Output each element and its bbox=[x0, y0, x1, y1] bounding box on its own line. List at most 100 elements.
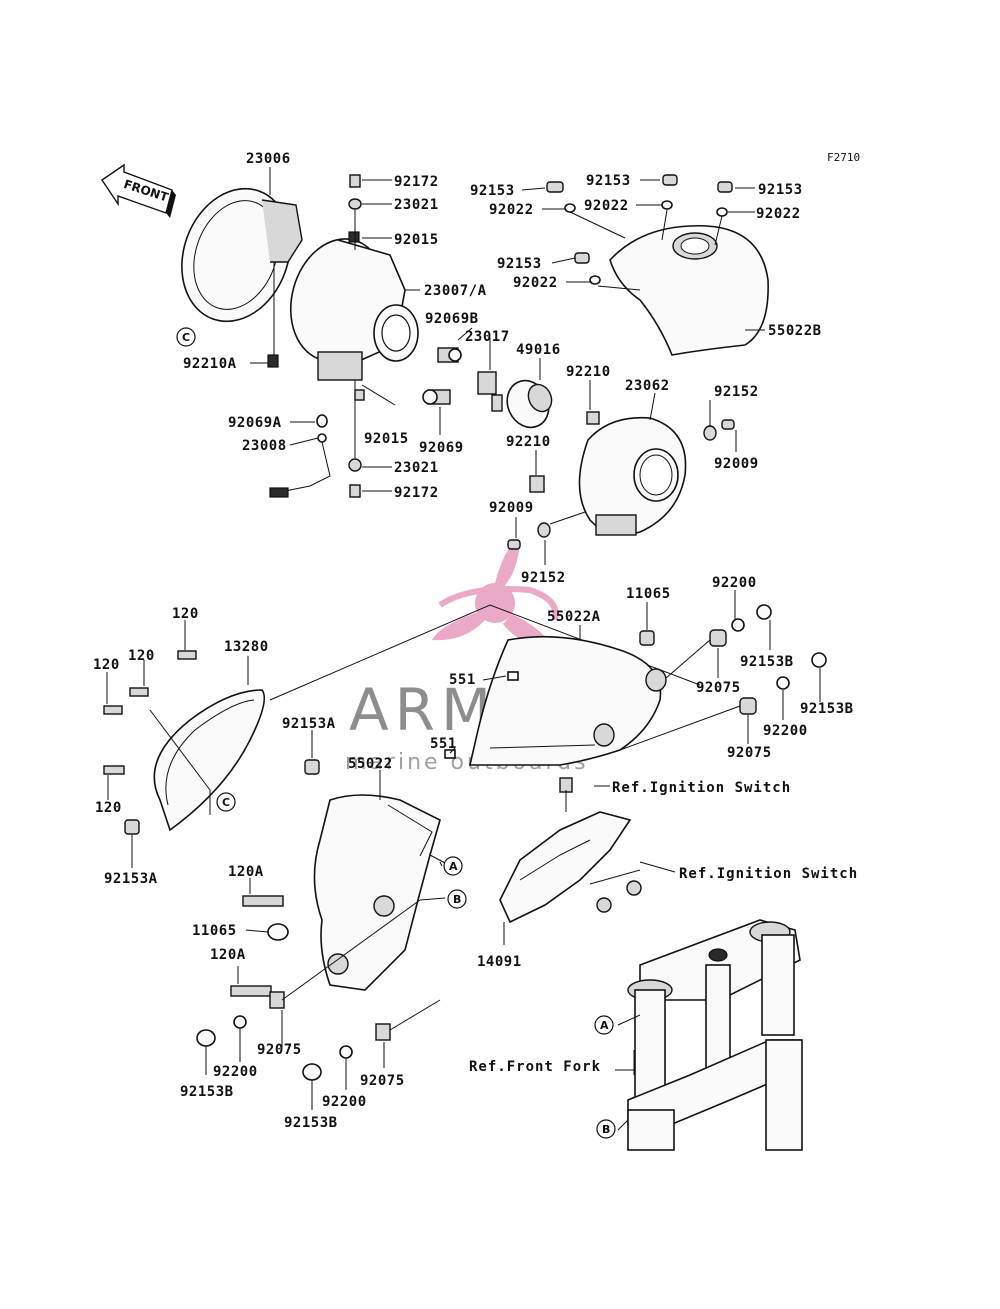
wire-23008 bbox=[269, 433, 331, 498]
part-labels: 23006 92172 23021 92015 23007/A 92069B 2… bbox=[93, 151, 857, 1131]
label-55022: 55022 bbox=[348, 756, 393, 772]
front-arrow-icon: FRONT bbox=[101, 163, 176, 218]
label-23008: 23008 bbox=[242, 438, 287, 454]
label-92022-a: 92022 bbox=[489, 202, 534, 218]
label-120-a: 120 bbox=[172, 606, 199, 622]
label-92200-br: 92200 bbox=[322, 1094, 367, 1110]
leaders-mid-right bbox=[449, 590, 821, 754]
bolts-120 bbox=[103, 650, 197, 775]
callout-c-top: C bbox=[176, 327, 196, 347]
label-92022-c: 92022 bbox=[756, 206, 801, 222]
label-92015-bot: 92015 bbox=[364, 431, 409, 447]
lower-cover-55022 bbox=[313, 794, 441, 991]
label-92075-top: 92075 bbox=[696, 680, 741, 696]
label-120-c: 120 bbox=[93, 657, 120, 673]
label-92015-top: 92015 bbox=[394, 232, 439, 248]
label-120A-b: 120A bbox=[210, 947, 246, 963]
label-120-d: 120 bbox=[95, 800, 122, 816]
leaders-meter bbox=[515, 380, 737, 565]
inner-cover-55022A bbox=[468, 635, 667, 766]
label-92200-bl: 92200 bbox=[213, 1064, 258, 1080]
label-23006: 23006 bbox=[246, 151, 291, 167]
label-92069A: 92069A bbox=[228, 415, 282, 431]
headlight-unit bbox=[289, 238, 419, 381]
label-92172-bot: 92172 bbox=[394, 485, 439, 501]
callout-a-left: A bbox=[443, 856, 463, 876]
label-92075-bl: 92075 bbox=[257, 1042, 302, 1058]
leaders-fork bbox=[615, 1014, 641, 1131]
clip-92015-bot bbox=[354, 389, 365, 401]
label-92153A-a: 92153A bbox=[282, 716, 336, 732]
leaders-mid-left bbox=[106, 604, 701, 1110]
label-55022A: 55022A bbox=[547, 609, 601, 625]
label-92009-bot: 92009 bbox=[489, 500, 534, 516]
cowl-55022B bbox=[609, 224, 769, 356]
label-120A-a: 120A bbox=[228, 864, 264, 880]
label-11065-bot: 11065 bbox=[192, 923, 237, 939]
label-92075-mid: 92075 bbox=[727, 745, 772, 761]
hardware-bottom-left bbox=[196, 895, 391, 1081]
label-92210-bot: 92210 bbox=[506, 434, 551, 450]
label-55022B: 55022B bbox=[768, 323, 822, 339]
label-14091: 14091 bbox=[477, 954, 522, 970]
label-92022-d: 92022 bbox=[513, 275, 558, 291]
ignition-cover-14091 bbox=[499, 777, 642, 924]
label-92153B-mid: 92153B bbox=[800, 701, 854, 717]
label-92210-top: 92210 bbox=[566, 364, 611, 380]
screws-92153 bbox=[546, 174, 733, 264]
svg-text:B: B bbox=[602, 1123, 610, 1136]
label-92200-top: 92200 bbox=[712, 575, 757, 591]
label-92210A: 92210A bbox=[183, 356, 237, 372]
label-92153-b: 92153 bbox=[586, 173, 631, 189]
label-ref-front-fork: Ref.Front Fork bbox=[469, 1059, 601, 1075]
svg-text:C: C bbox=[182, 331, 190, 344]
label-49016: 49016 bbox=[516, 342, 561, 358]
front-fork-assembly bbox=[627, 919, 803, 1151]
label-92152-top: 92152 bbox=[714, 384, 759, 400]
leaders-cowl bbox=[521, 179, 765, 331]
label-23021-bot: 23021 bbox=[394, 460, 439, 476]
grommet-92069A bbox=[316, 414, 328, 428]
label-92009-top: 92009 bbox=[714, 456, 759, 472]
label-551-b: 551 bbox=[430, 736, 457, 752]
svg-text:A: A bbox=[449, 860, 458, 873]
meter-cover-23062 bbox=[578, 416, 687, 536]
nuts-92153A bbox=[124, 759, 320, 835]
label-23062: 23062 bbox=[625, 378, 670, 394]
bulb-92069B bbox=[437, 347, 462, 363]
label-92153B-br: 92153B bbox=[284, 1115, 338, 1131]
label-92153A-b: 92153A bbox=[104, 871, 158, 887]
label-92153-c: 92153 bbox=[758, 182, 803, 198]
label-92200-mid: 92200 bbox=[763, 723, 808, 739]
svg-text:C: C bbox=[222, 796, 230, 809]
headlight-bracket-13280 bbox=[153, 689, 266, 832]
clip-92210A bbox=[267, 354, 279, 368]
callout-c-mid: C bbox=[216, 792, 236, 812]
hardware-mid-right bbox=[444, 604, 827, 759]
label-13280: 13280 bbox=[224, 639, 269, 655]
bulb-92069 bbox=[422, 389, 451, 405]
label-11065-top: 11065 bbox=[626, 586, 671, 602]
label-92152-bot: 92152 bbox=[521, 570, 566, 586]
callout-b-left: B bbox=[447, 889, 467, 909]
leaders-top-left bbox=[250, 167, 541, 492]
leaders-ignition bbox=[503, 785, 676, 945]
label-92069B: 92069B bbox=[425, 311, 479, 327]
label-23021-top: 23021 bbox=[394, 197, 439, 213]
socket-23017 bbox=[477, 371, 503, 412]
washer-23021-bot bbox=[348, 458, 362, 472]
callout-a-right: A bbox=[594, 1015, 614, 1035]
label-92075-br: 92075 bbox=[360, 1073, 405, 1089]
watermark-logo bbox=[432, 540, 559, 648]
bolt-92172-top bbox=[349, 174, 361, 188]
figure-id: F2710 bbox=[827, 151, 860, 164]
label-92153-d: 92153 bbox=[497, 256, 542, 272]
headlight-rim bbox=[181, 187, 303, 323]
label-92069: 92069 bbox=[419, 440, 464, 456]
clip-92015-top bbox=[348, 231, 360, 243]
label-ref-ignition-1: Ref.Ignition Switch bbox=[612, 780, 791, 796]
cover-49016 bbox=[506, 379, 553, 429]
washer-23021-top bbox=[348, 198, 362, 210]
svg-text:B: B bbox=[453, 893, 461, 906]
